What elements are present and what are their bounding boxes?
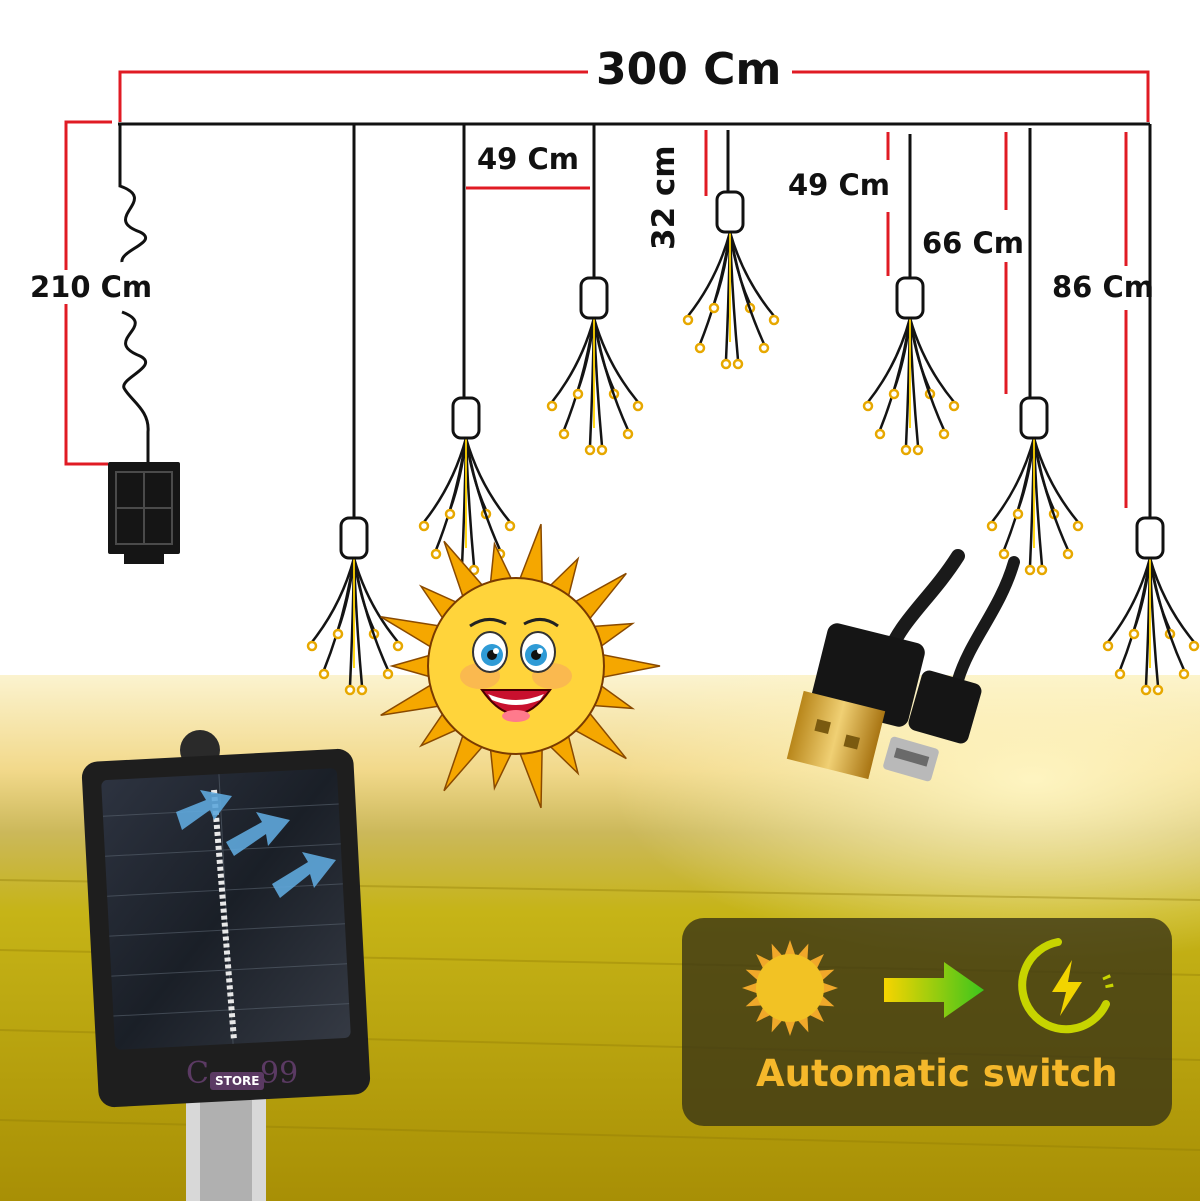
watermark-99: 99 bbox=[260, 1056, 299, 1091]
usb-cable-icon bbox=[786, 549, 1020, 782]
firework-bulb bbox=[986, 396, 1084, 576]
drop-long-label: 66 Cm bbox=[922, 226, 1024, 260]
spacing-label: 49 Cm bbox=[477, 142, 579, 176]
automatic-switch-label: Automatic switch bbox=[756, 1052, 1118, 1095]
firework-bulbs bbox=[306, 190, 1200, 696]
solar-panel-icon bbox=[81, 730, 371, 1201]
firework-bulb bbox=[306, 516, 404, 696]
height-label: 210 Cm bbox=[30, 270, 153, 304]
drop-medium-label: 49 Cm bbox=[788, 168, 890, 202]
sun-icon bbox=[742, 940, 838, 1036]
firework-bulb bbox=[546, 276, 644, 456]
cartoon-sun-icon bbox=[380, 523, 661, 809]
battery-box-icon bbox=[108, 462, 180, 564]
arrow-right-icon bbox=[884, 962, 984, 1018]
firework-bulb bbox=[862, 276, 960, 456]
total-width-label: 300 Cm bbox=[596, 44, 782, 95]
drop-short-label: 32 cm bbox=[646, 145, 682, 250]
main-wire bbox=[118, 122, 1152, 518]
firework-bulb bbox=[1102, 516, 1200, 696]
watermark-store: STORE bbox=[210, 1072, 265, 1090]
watermark-c: C bbox=[186, 1056, 209, 1091]
drop-longest-label: 86 Cm bbox=[1052, 270, 1154, 304]
firework-bulb bbox=[418, 396, 516, 576]
charge-icon bbox=[1018, 938, 1114, 1034]
store-watermark: C STORE 99 bbox=[180, 1050, 300, 1102]
firework-bulb bbox=[682, 190, 780, 370]
